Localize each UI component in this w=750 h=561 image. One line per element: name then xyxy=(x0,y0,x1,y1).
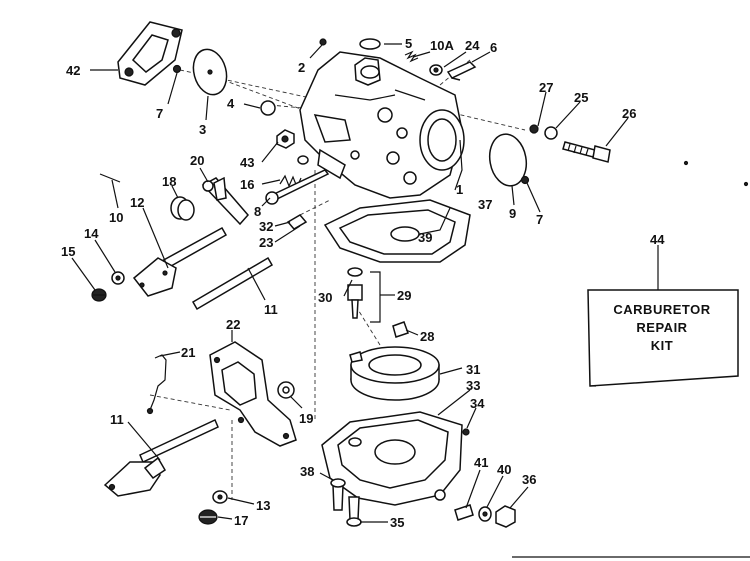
part-10-pin xyxy=(99,173,121,183)
label-27: 27 xyxy=(539,80,553,95)
part-42-flange-gasket xyxy=(117,21,183,86)
part-7-screw-right xyxy=(520,175,530,185)
part-30-washer xyxy=(347,267,363,277)
label-4: 4 xyxy=(227,96,235,111)
part-35-screw xyxy=(346,496,362,527)
label-10A: 10A xyxy=(430,38,454,53)
part-11-throttle-shaft-lower xyxy=(103,418,219,497)
part-22-throttle-plate xyxy=(209,341,297,447)
part-38-screw xyxy=(330,478,346,511)
speck xyxy=(743,181,749,187)
kit-label-line3: KIT xyxy=(651,338,673,353)
label-14: 14 xyxy=(84,226,99,241)
part-34-pin xyxy=(462,428,470,436)
label-12: 12 xyxy=(130,195,144,210)
label-29: 29 xyxy=(397,288,411,303)
part-32-plug xyxy=(286,214,308,230)
label-43: 43 xyxy=(240,155,254,170)
label-2: 2 xyxy=(298,60,305,75)
label-11b: 11 xyxy=(110,412,124,427)
part-6-needle xyxy=(446,61,477,81)
part-41-spring xyxy=(454,504,474,521)
part-19-washer xyxy=(277,381,295,399)
part-33-float-bowl xyxy=(321,411,463,506)
label-8: 8 xyxy=(254,204,261,219)
part-8-idle-needle xyxy=(265,169,330,205)
label-40: 40 xyxy=(497,462,511,477)
label-13: 13 xyxy=(256,498,270,513)
label-20: 20 xyxy=(190,153,204,168)
part-40-washer xyxy=(478,506,492,522)
part-26-screw xyxy=(562,141,611,163)
part-15-screw xyxy=(91,288,107,302)
label-6: 6 xyxy=(490,40,497,55)
part-18-bushing xyxy=(170,196,195,221)
part-28-plug xyxy=(392,321,409,338)
label-9: 9 xyxy=(509,206,516,221)
label-5: 5 xyxy=(405,36,412,51)
label-3: 3 xyxy=(199,122,206,137)
label-24: 24 xyxy=(465,38,480,53)
part-31-float xyxy=(349,346,440,401)
label-7a: 7 xyxy=(156,106,163,121)
label-34: 34 xyxy=(470,396,485,411)
part-14-washer xyxy=(111,271,125,285)
label-10: 10 xyxy=(109,210,123,225)
label-21: 21 xyxy=(181,345,195,360)
label-32: 32 xyxy=(259,219,273,234)
label-39: 39 xyxy=(418,230,432,245)
label-42: 42 xyxy=(66,63,80,78)
part-2-pin xyxy=(319,38,327,46)
part-25-washer xyxy=(544,126,558,140)
label-30: 30 xyxy=(318,290,332,305)
kit-label-line1: CARBURETOR xyxy=(613,302,710,317)
part-12-choke-shaft xyxy=(132,226,228,297)
label-35: 35 xyxy=(390,515,404,530)
label-33: 33 xyxy=(466,378,480,393)
part-36-plug-bolt xyxy=(495,505,516,528)
part-5-o-ring xyxy=(359,38,381,50)
part-13-washer xyxy=(212,490,228,504)
part-39-ring xyxy=(390,226,420,242)
leader-lines xyxy=(71,43,659,523)
part-29-jet xyxy=(347,271,381,323)
label-28: 28 xyxy=(420,329,434,344)
label-23: 23 xyxy=(259,235,273,250)
label-31: 31 xyxy=(466,362,480,377)
label-11a: 11 xyxy=(264,302,278,317)
part-21-wire-link xyxy=(146,354,167,415)
label-44: 44 xyxy=(650,232,665,247)
label-16: 16 xyxy=(240,177,254,192)
part-43-nut xyxy=(276,129,295,149)
part-labels: 42 7 3 4 2 5 10A 24 6 27 25 26 43 16 8 3… xyxy=(61,36,665,530)
part-4-plug xyxy=(260,100,276,116)
part-3-plug-disc xyxy=(192,48,228,96)
part-17-screw xyxy=(198,509,218,525)
label-15: 15 xyxy=(61,244,75,259)
label-18: 18 xyxy=(162,174,176,189)
part-11-throttle-shaft-upper xyxy=(191,256,274,311)
label-22: 22 xyxy=(226,317,240,332)
label-36: 36 xyxy=(522,472,536,487)
label-38: 38 xyxy=(300,464,314,479)
part-27-screw xyxy=(529,124,539,134)
label-25: 25 xyxy=(574,90,588,105)
part-9-disc xyxy=(488,133,528,187)
label-26: 26 xyxy=(622,106,636,121)
label-7b: 7 xyxy=(536,212,543,227)
part-44-repair-kit-box: CARBURETOR REPAIR KIT xyxy=(587,289,739,387)
label-1: 1 xyxy=(456,182,463,197)
label-41: 41 xyxy=(474,455,488,470)
label-19: 19 xyxy=(299,411,313,426)
kit-label-line2: REPAIR xyxy=(636,320,687,335)
label-37: 37 xyxy=(478,197,492,212)
part-10A-spring xyxy=(404,50,419,63)
speck xyxy=(683,160,689,166)
label-17: 17 xyxy=(234,513,248,528)
part-1-carburetor-body xyxy=(299,51,465,199)
part-24-washer xyxy=(429,64,443,76)
part-7-screw-top xyxy=(172,64,182,74)
